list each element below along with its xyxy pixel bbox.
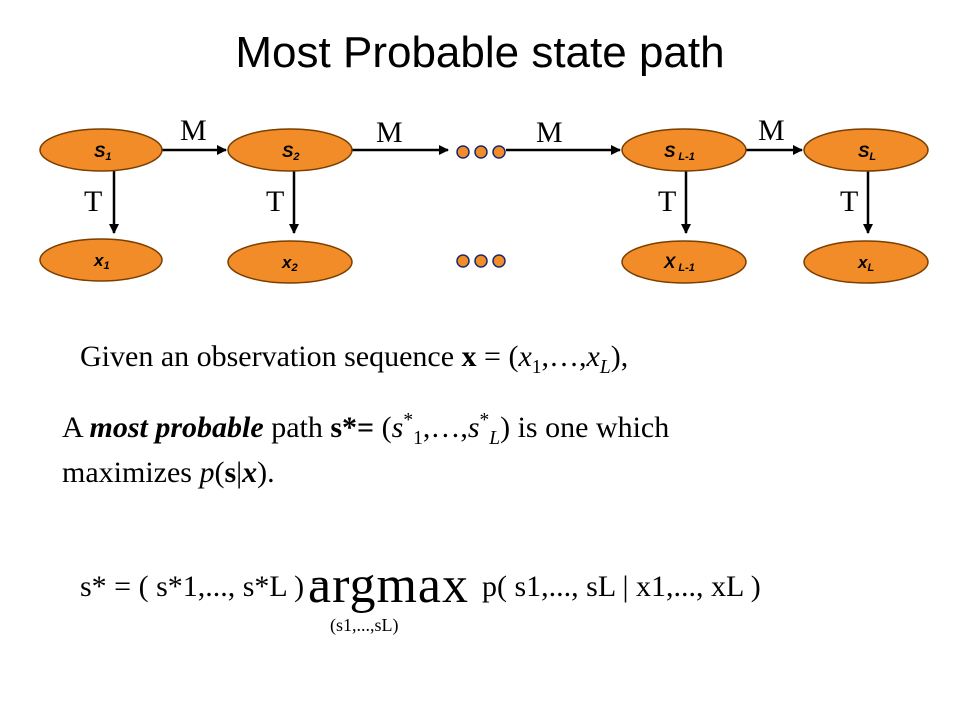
line3-b: ( — [214, 456, 225, 489]
line1-sub1: 1 — [531, 357, 542, 378]
formula-argmax-sub: (s1,...,sL) — [330, 615, 399, 635]
line3-bar: | — [236, 456, 243, 489]
maximizes-sentence: maximizes p(s|x). — [62, 456, 275, 490]
formula-left: s* = ( s*1,..., s*L ) = — [80, 570, 329, 603]
ellipsis-dots-top — [456, 145, 506, 159]
node-xL: xL — [803, 240, 929, 284]
formula-right: p( s1,..., sL | x1,..., xL ) — [482, 570, 761, 603]
line1-subL: L — [599, 357, 611, 378]
node-sL: SL — [803, 128, 929, 172]
edge-label-m-4: M — [758, 114, 785, 147]
observation-sentence: Given an observation sequence x = (x1,…,… — [80, 340, 628, 379]
ellipsis-dots-bottom — [456, 254, 506, 268]
line2-s1: s — [391, 411, 404, 444]
line1-end: ), — [610, 340, 629, 373]
line2-a: A — [62, 411, 90, 444]
edge-label-m-1: M — [180, 114, 207, 147]
line1-xL: x — [586, 340, 600, 373]
line1-mid: ,…, — [541, 340, 587, 373]
edge-label-t-4: T — [840, 185, 858, 218]
svg-text:XL-1: XL-1 — [663, 253, 695, 274]
line1-x1: x — [518, 340, 532, 373]
line2-most-probable: most probable — [89, 411, 264, 444]
line2-sub1: 1 — [413, 428, 423, 449]
line1-x-bold: x — [461, 340, 477, 373]
node-x1: x1 — [39, 238, 163, 282]
line2-s-star: s*= — [330, 411, 375, 444]
line2-star1: * — [403, 410, 414, 431]
line3-s: s — [224, 456, 237, 489]
svg-text:SL: SL — [858, 142, 876, 163]
line1-prefix: Given an observation sequence — [80, 340, 462, 373]
svg-text:xL: xL — [857, 253, 874, 274]
line2-sL: s — [467, 411, 480, 444]
node-s1: S1 — [39, 128, 163, 172]
line2-b: path — [263, 411, 331, 444]
definition-sentence: A most probable path s*= (s*1,…,s*L) is … — [62, 410, 669, 450]
argmax-formula: s* = ( s*1,..., s*L ) = argmax (s1,...,s… — [80, 557, 800, 650]
line3-c: ). — [257, 456, 275, 489]
svg-text:SL-1: SL-1 — [664, 142, 695, 163]
line3-p: p — [199, 456, 215, 489]
node-s2: S2 — [227, 128, 353, 172]
line2-subL: L — [489, 428, 501, 449]
edge-label-t-3: T — [658, 185, 676, 218]
svg-text:x2: x2 — [281, 253, 298, 274]
line1-eq: = ( — [476, 340, 519, 373]
page-title: Most Probable state path — [235, 28, 725, 77]
line2-star2: * — [479, 410, 490, 431]
svg-text:S1: S1 — [94, 142, 111, 163]
svg-text:x1: x1 — [93, 251, 110, 272]
edge-label-m-2: M — [376, 116, 403, 149]
line3-x: x — [242, 456, 258, 489]
line2-mid: ,…, — [422, 411, 468, 444]
line2-c: ( — [374, 411, 392, 444]
line2-d: ) is one which — [500, 411, 670, 444]
line3-a: maximizes — [62, 456, 200, 489]
formula-argmax: argmax — [308, 557, 469, 614]
edge-label-t-1: T — [84, 185, 102, 218]
svg-text:S2: S2 — [282, 142, 299, 163]
edge-label-m-3: M — [536, 116, 563, 149]
edge-label-t-2: T — [266, 185, 284, 218]
node-x2: x2 — [227, 240, 353, 284]
